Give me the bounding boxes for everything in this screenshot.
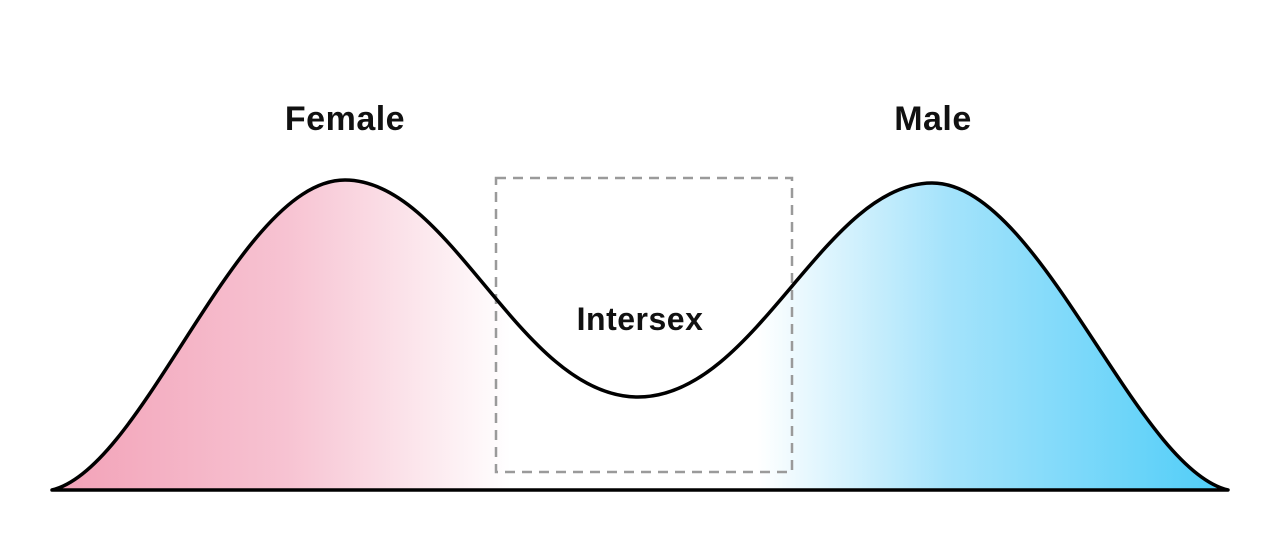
intersex-label: Intersex (576, 301, 704, 337)
male-label: Male (894, 100, 972, 138)
distribution-outline (50, 178, 1230, 492)
female-label: Female (284, 100, 406, 138)
distribution-fill (52, 180, 1228, 490)
intersex-region-box (494, 176, 794, 474)
